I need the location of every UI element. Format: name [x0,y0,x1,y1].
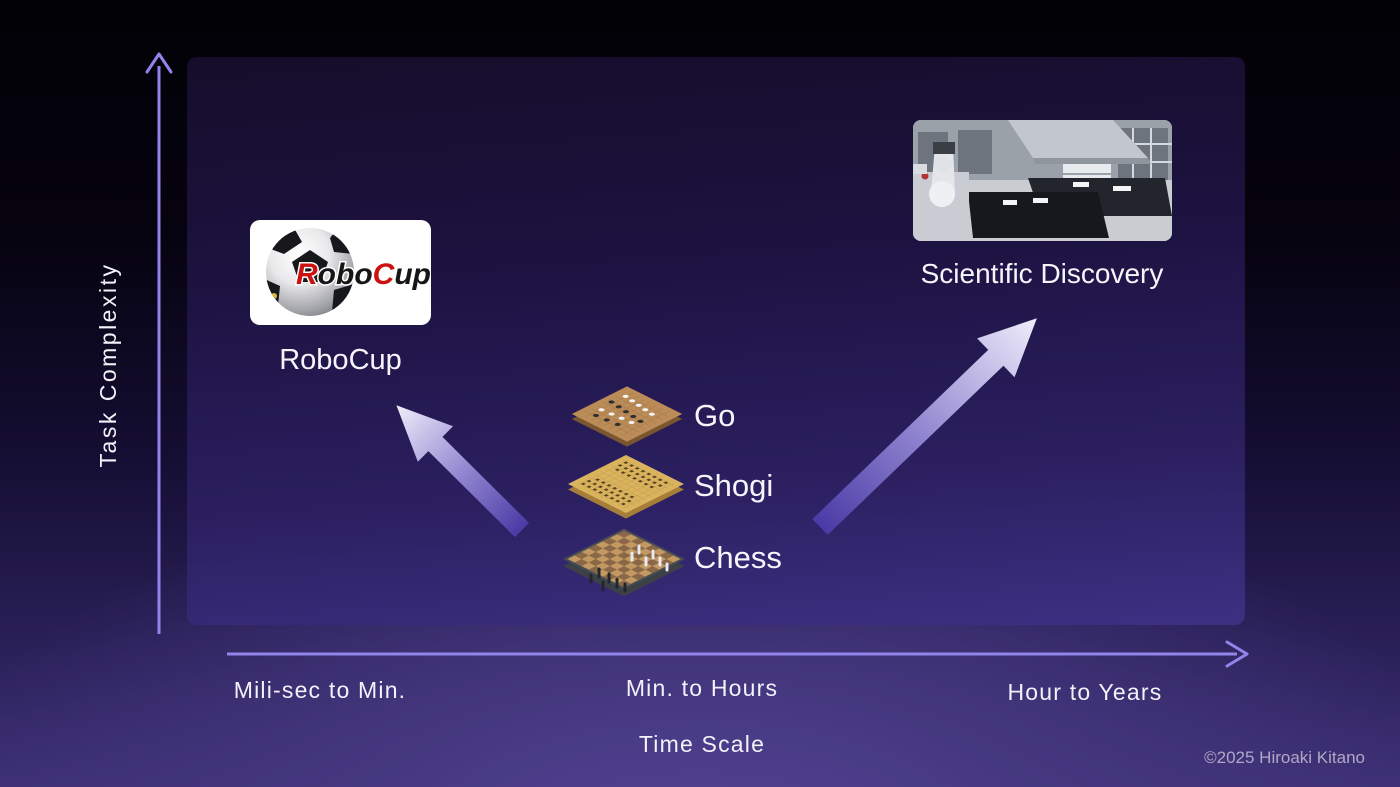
soccer-ball-icon: RoboCup [266,228,431,316]
chess-label: Chess [694,540,782,575]
copyright-text: ©2025 Hiroaki Kitano [1204,748,1365,767]
up-right-arrow [812,318,1037,535]
svg-text:RoboCup: RoboCup [296,258,431,291]
x-tick-hour-to-years: Hour to Years [1007,679,1163,705]
x-tick-milisec-to-min: Mili-sec to Min. [233,677,407,703]
x-axis-label: Time Scale [638,731,766,757]
scientific-discovery-label: Scientific Discovery [920,258,1164,289]
robot-lab-illustration [913,120,1172,241]
lab-photo [913,120,1172,241]
logo-text-up: up [394,258,431,291]
chess-board-icon [563,528,685,597]
shogi-board-icon [568,455,684,519]
x-axis-arrow [227,640,1249,668]
logo-text-obo: obo [318,258,373,291]
y-axis-arrow [145,52,173,634]
go-board-icon [571,386,683,447]
logo-text-c: C [373,258,396,291]
robocup-label: RoboCup [279,344,402,376]
go-label: Go [694,398,736,433]
shogi-label: Shogi [694,468,774,503]
x-tick-min-to-hours: Min. to Hours [625,675,779,701]
up-left-arrow [396,405,530,538]
logo-text-r: R [296,258,318,291]
robocup-logo: RoboCup [250,220,431,325]
y-axis-label: Task Complexity [95,262,121,468]
